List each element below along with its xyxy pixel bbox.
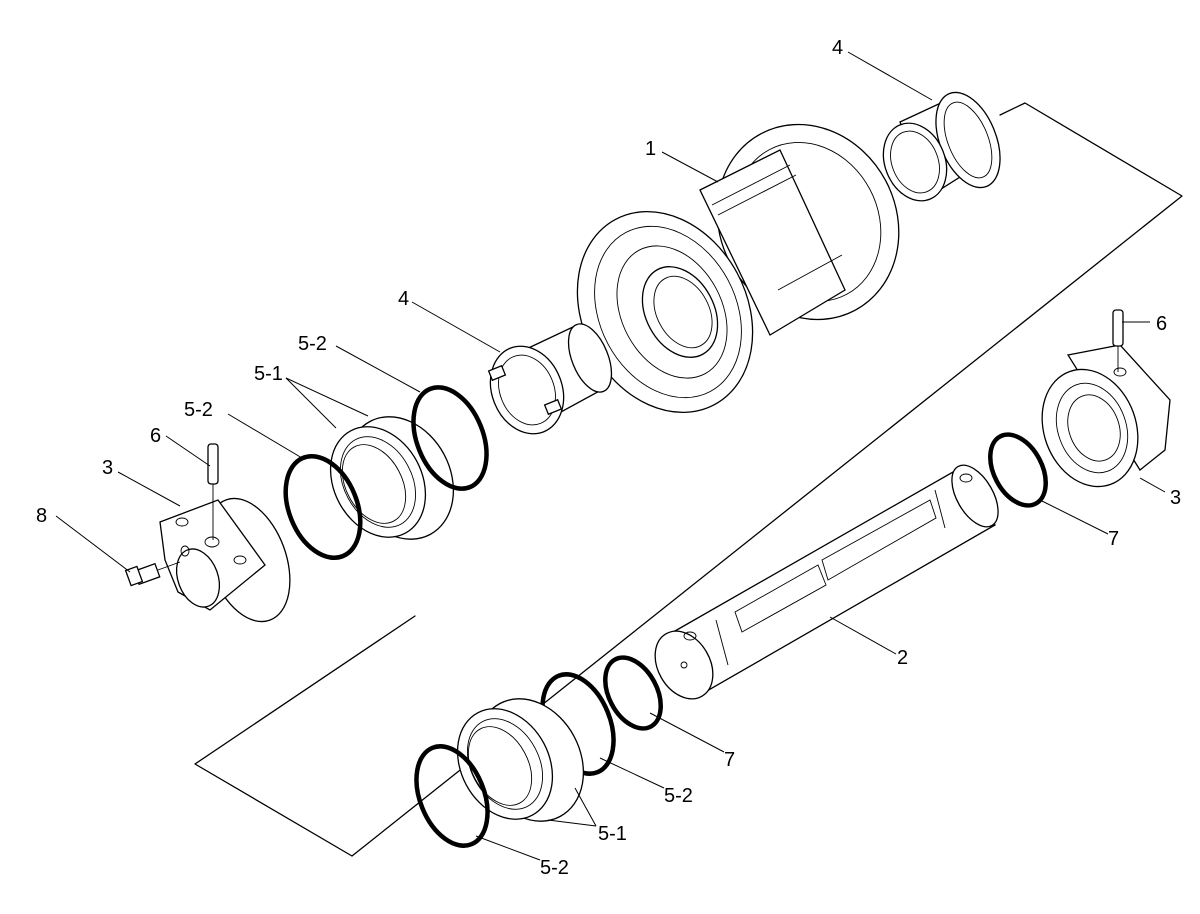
- callout-6-left: 6: [150, 425, 161, 447]
- o-ring-7-bottom: [603, 655, 663, 731]
- callout-7-right: 7: [1108, 528, 1119, 550]
- leader-lines: [55, 51, 1166, 861]
- callout-5-2-a: 5-2: [298, 333, 327, 355]
- collar-left: [159, 497, 291, 623]
- pin-left: [207, 443, 219, 540]
- callout-5-1-a: 5-1: [254, 363, 283, 385]
- bushing-top: [882, 91, 1001, 202]
- seal-lower: [456, 698, 585, 822]
- callout-4-middle: 4: [398, 288, 409, 310]
- o-ring-5-2-upper-left: [283, 453, 363, 561]
- callout-2: 2: [897, 647, 908, 669]
- plug-bolt: [124, 561, 181, 587]
- roller-body: [576, 123, 900, 414]
- callout-5-2-b: 5-2: [184, 399, 213, 421]
- callout-7-bottom: 7: [724, 749, 735, 771]
- seal-upper: [329, 416, 455, 540]
- callout-6-right: 6: [1156, 313, 1167, 335]
- callout-3-left: 3: [102, 457, 113, 479]
- callout-1: 1: [645, 138, 656, 160]
- assembly-frame: [194, 102, 1183, 857]
- callout-5-2-c: 5-2: [664, 785, 693, 807]
- callout-8: 8: [36, 505, 47, 527]
- pin-right: [1112, 309, 1124, 372]
- callout-3-right: 3: [1170, 487, 1181, 509]
- callout-5-2-d: 5-2: [540, 857, 569, 879]
- o-ring-5-2-upper-right: [411, 385, 489, 491]
- o-ring-5-2-lower-left: [414, 744, 490, 848]
- shaft: [654, 464, 999, 700]
- o-ring-7-right: [988, 432, 1048, 508]
- bushing-middle: [487, 323, 613, 435]
- callout-5-1-b: 5-1: [598, 823, 627, 845]
- collar-right: [1041, 344, 1171, 488]
- callout-4-top: 4: [832, 37, 843, 59]
